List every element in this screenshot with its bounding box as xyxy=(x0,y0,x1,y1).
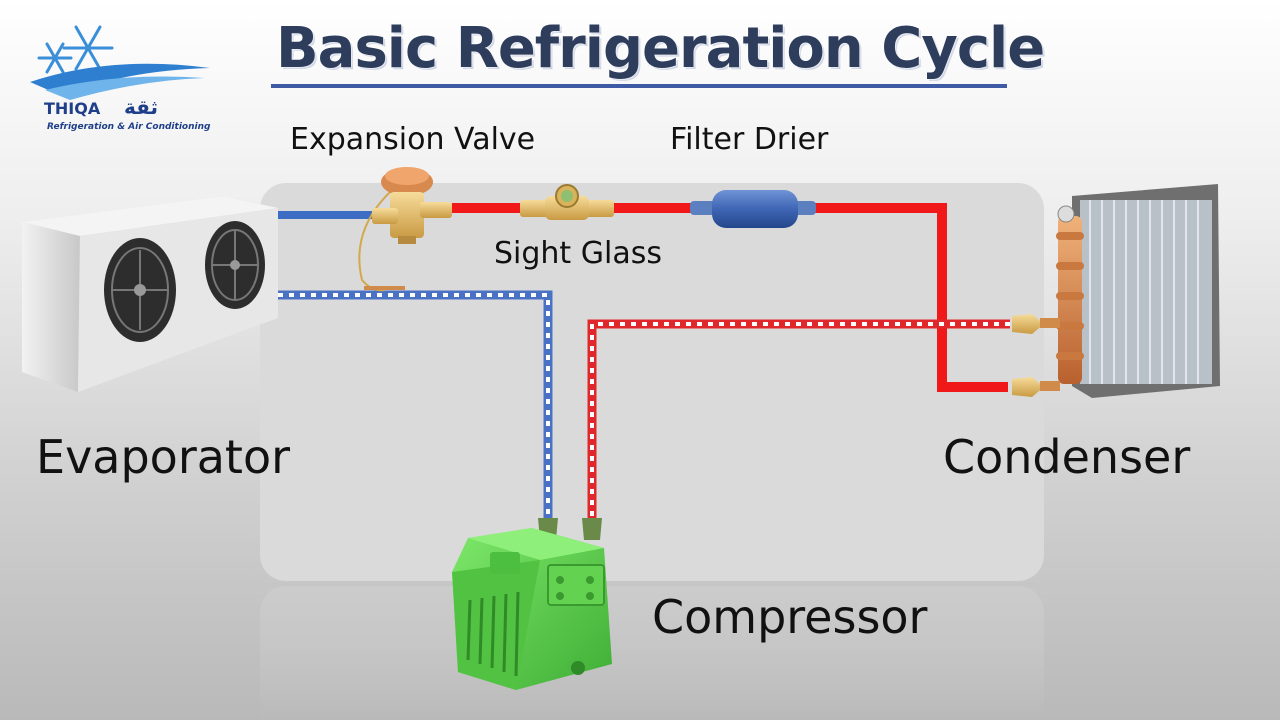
sight-glass-label: Sight Glass xyxy=(494,236,662,271)
expansion-valve-label: Expansion Valve xyxy=(290,122,536,157)
compressor-label: Compressor xyxy=(652,590,928,644)
diagram-panel xyxy=(260,183,1044,581)
logo-name: THIQA xyxy=(44,99,101,118)
fan-icon xyxy=(205,221,265,309)
sight-glass xyxy=(520,184,614,220)
filter-drier xyxy=(690,190,816,228)
condenser-label: Condenser xyxy=(943,430,1191,484)
compressor-unit xyxy=(452,518,612,690)
evaporator-label: Evaporator xyxy=(36,430,291,484)
logo-arabic: ثقة xyxy=(124,95,159,119)
filter-drier-label: Filter Drier xyxy=(670,122,829,157)
discharge-line xyxy=(587,319,1010,520)
condenser-coil xyxy=(1056,184,1220,398)
title-underline xyxy=(271,84,1007,88)
fan-icon xyxy=(104,238,176,342)
logo-tagline: Refrigeration & Air Conditioning xyxy=(47,122,211,132)
page-title: Basic Refrigeration Cycle xyxy=(276,16,1045,81)
evaporator-unit xyxy=(22,196,278,392)
snowflake-icon xyxy=(30,25,210,100)
expansion-valve xyxy=(358,167,452,292)
condenser-fittings xyxy=(1012,314,1060,397)
panel-reflection xyxy=(260,586,1044,720)
suction-line xyxy=(278,290,553,520)
